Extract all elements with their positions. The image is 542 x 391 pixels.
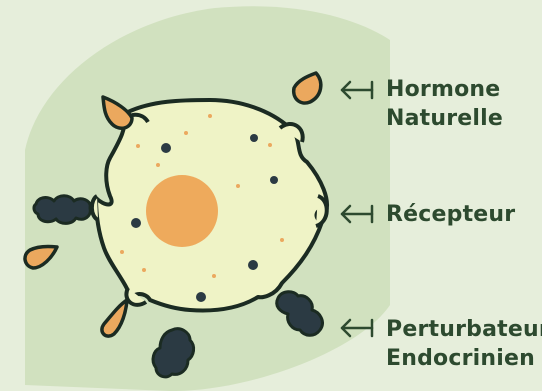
- hormone-label-line2: Naturelle: [386, 104, 503, 133]
- hormone-label-line1: Hormone: [386, 75, 503, 104]
- receptor-label: Récepteur: [386, 200, 515, 229]
- disruptor-label: Perturbateur Endocrinien: [386, 315, 542, 373]
- receptor-label-line1: Récepteur: [386, 200, 515, 229]
- disruptor-molecule-icon: [34, 196, 90, 224]
- disruptor-label-line2: Endocrinien: [386, 344, 542, 373]
- receptor-left: [92, 196, 98, 220]
- hormone-label: Hormone Naturelle: [386, 75, 503, 133]
- disruptor-label-line1: Perturbateur: [386, 315, 542, 344]
- nucleus: [146, 175, 218, 247]
